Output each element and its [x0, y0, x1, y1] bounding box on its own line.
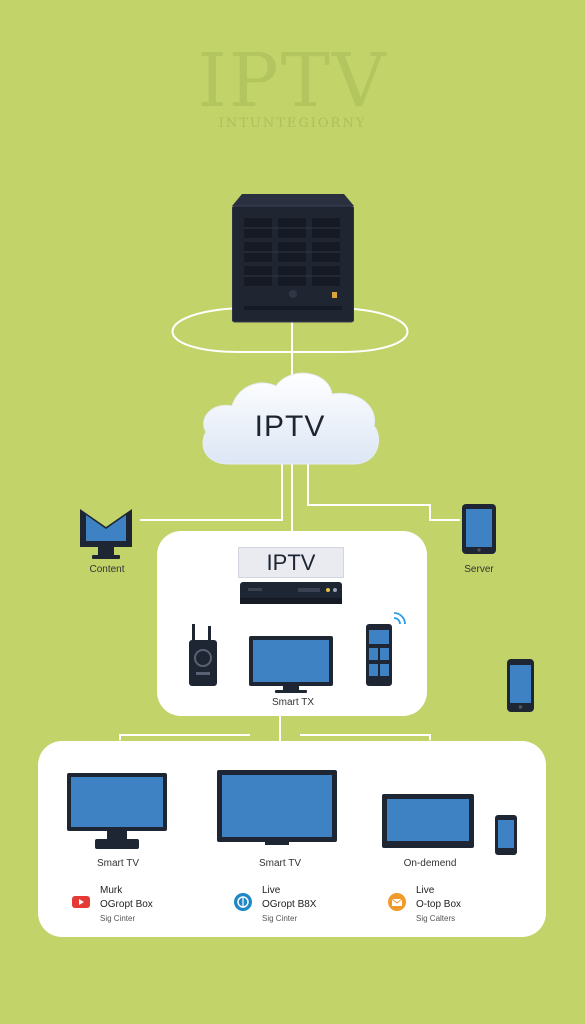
- server-label: Server: [464, 564, 494, 575]
- device-label-3: On-demend: [403, 858, 457, 869]
- server-tablet-icon: [462, 504, 496, 554]
- panel-tv-label: Smart TX: [271, 697, 315, 708]
- panel-phone-icon: [366, 612, 406, 686]
- service-sub-3: Sig Calters: [416, 914, 456, 923]
- play-icon: [72, 896, 90, 908]
- mail-icon: [388, 893, 406, 911]
- globe-icon: [234, 893, 252, 911]
- service-sub-2: Sig Cinter: [262, 914, 298, 923]
- link-right-device: [307, 462, 460, 521]
- cloud-label: IPTV: [254, 410, 326, 443]
- service-name-2: OGropt B8X: [262, 899, 317, 910]
- service-title-2: Live: [262, 885, 281, 896]
- service-title-1: Murk: [100, 885, 123, 896]
- phone-icon: [507, 659, 534, 712]
- service-row-2: Live OGropt B8X Sig Cinter: [262, 884, 372, 926]
- panel-tv-icon: [249, 636, 333, 693]
- content-label: Content: [89, 564, 125, 575]
- device-phone-icon: [495, 815, 517, 855]
- service-title-3: Live: [416, 885, 435, 896]
- device-label-2: Smart TV: [258, 858, 302, 869]
- server-icon: [232, 194, 354, 323]
- content-monitor-icon: [80, 509, 132, 559]
- service-row-3: Live O-top Box Sig Calters: [416, 884, 526, 926]
- service-name-3: O-top Box: [416, 899, 462, 910]
- set-top-box-icon: [240, 582, 342, 604]
- device-tv-icon-1: [67, 773, 167, 849]
- cloud-icon: [202, 372, 380, 465]
- link-server-left: [171, 307, 292, 353]
- receiver-remote-icon: [189, 624, 217, 686]
- device-tv-icon-3: [382, 794, 474, 848]
- service-sub-1: Sig Cinter: [100, 914, 136, 923]
- link-server-right: [292, 307, 409, 353]
- device-tv-icon-2: [217, 770, 337, 845]
- device-label-1: Smart TV: [96, 858, 140, 869]
- service-row-1: Murk OGropt Box Sig Cinter: [100, 884, 210, 926]
- panel-badge: IPTV: [238, 547, 344, 578]
- header-subtitle: INTUNTEGIORNY: [218, 116, 367, 131]
- link-left-device: [140, 462, 283, 521]
- header-title: IPTV: [197, 38, 388, 124]
- service-name-1: OGropt Box: [100, 899, 153, 910]
